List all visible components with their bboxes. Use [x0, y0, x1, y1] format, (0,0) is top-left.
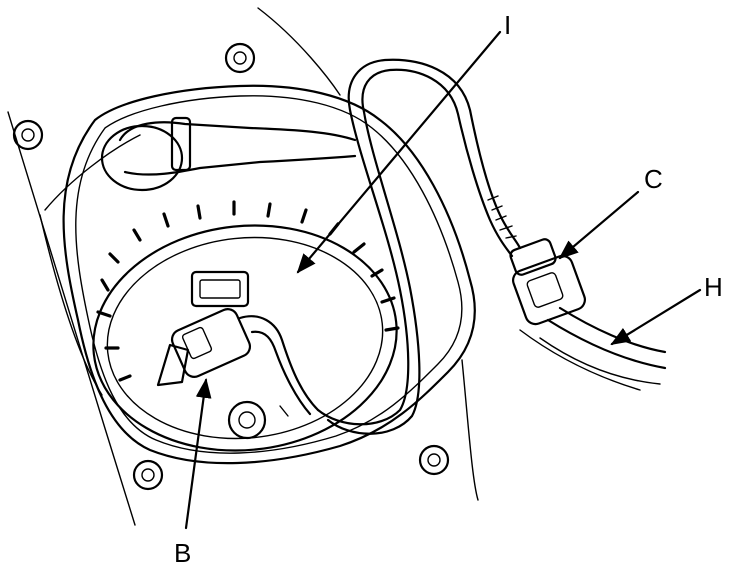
mounting-bolt-left [12, 119, 44, 151]
electrical-connector [156, 270, 320, 416]
body-contour [7, 7, 479, 526]
leader-i [296, 30, 502, 274]
upper-hose-fitting [100, 116, 357, 192]
leader-b [184, 378, 212, 530]
label-i: I [504, 10, 511, 40]
leader-h [610, 288, 702, 346]
return-hose [519, 306, 667, 391]
mounting-bolt-top [224, 42, 256, 74]
label-b: B [174, 538, 191, 568]
leader-c [558, 190, 640, 260]
quick-connect-fitting [509, 238, 586, 326]
mounting-bolt-bottom-right [418, 444, 450, 476]
mounting-bolt-bottom-left [132, 459, 164, 491]
lock-nut [227, 400, 289, 440]
label-h: H [704, 272, 723, 302]
fuel-feed-line [316, 58, 522, 435]
leader-arrows [184, 30, 702, 530]
label-c: C [644, 164, 663, 194]
